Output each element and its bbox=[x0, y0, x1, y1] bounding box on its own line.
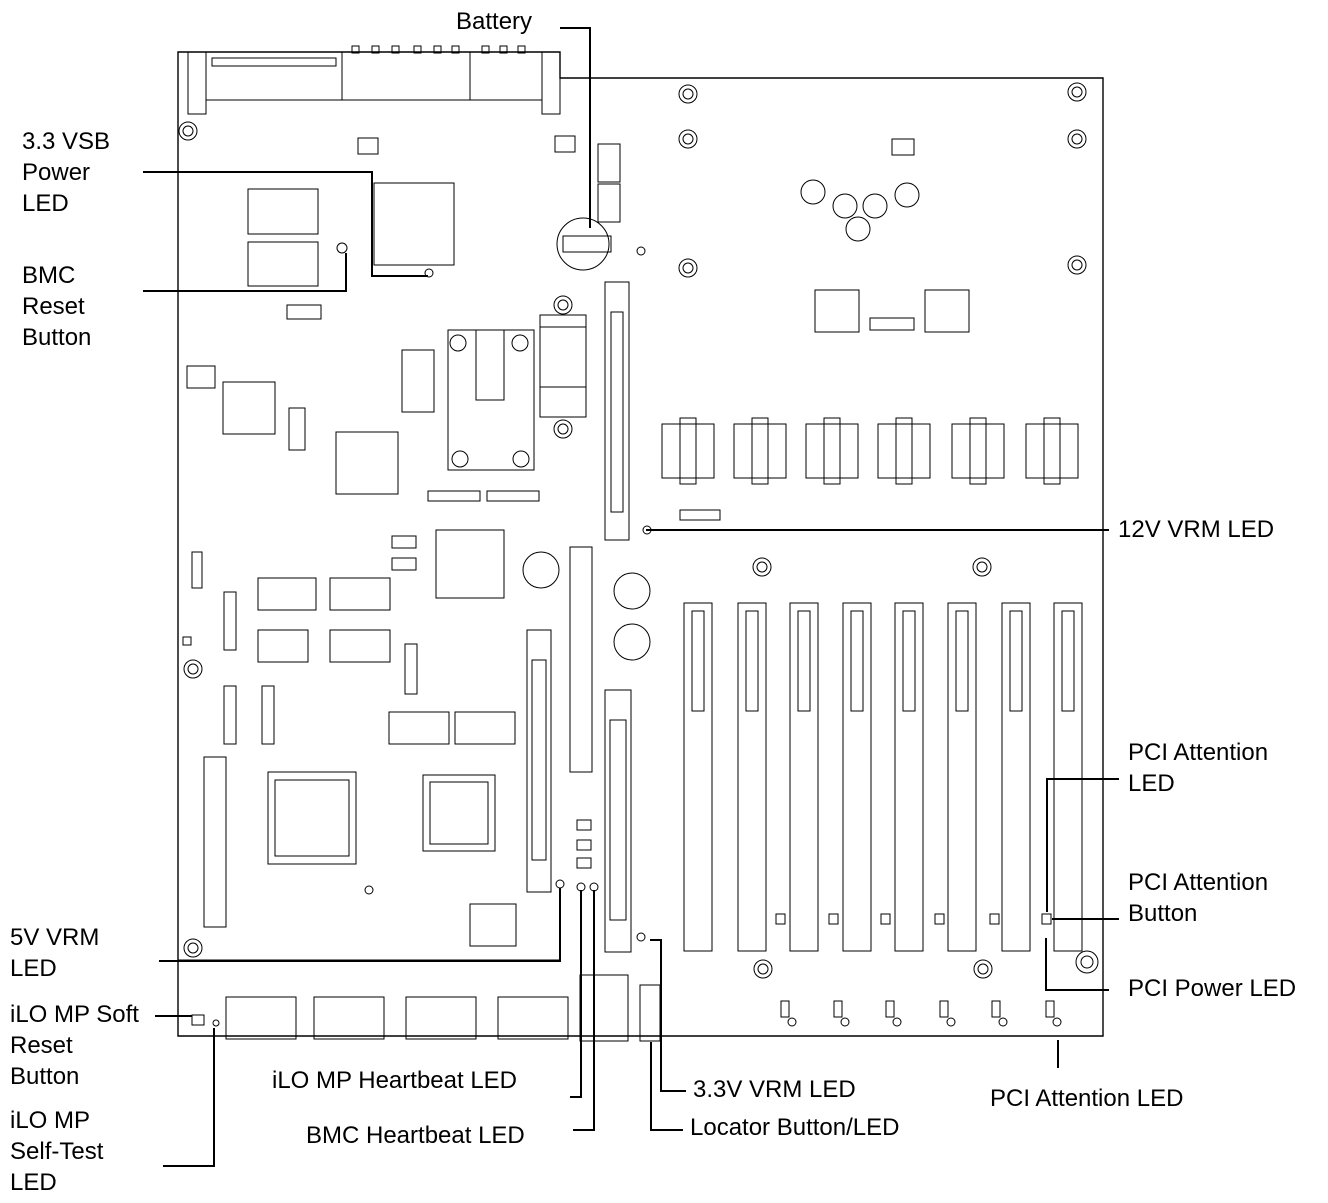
board-outline bbox=[177, 51, 1104, 1037]
label-pci-power-led: PCI Power LED bbox=[1128, 975, 1297, 1002]
pci-bottom-leds bbox=[780, 1000, 1062, 1027]
dimm-slots bbox=[203, 281, 632, 953]
rear-io bbox=[191, 974, 661, 1042]
label-vsb-power-led: 3.3 VSB Power LED bbox=[22, 128, 111, 217]
label-bmc-reset-button: BMC Reset Button bbox=[22, 262, 92, 351]
vrm-modules bbox=[661, 417, 1079, 485]
label-locator-button-led: Locator Button/LED bbox=[690, 1114, 900, 1141]
chips bbox=[182, 143, 970, 947]
capacitors bbox=[522, 179, 920, 661]
label-5v-vrm-led: 5V VRM LED bbox=[10, 924, 100, 982]
mounting-holes bbox=[178, 82, 1099, 979]
cpu-socket bbox=[447, 314, 587, 471]
label-3-3v-vrm-led: 3.3V VRM LED bbox=[693, 1076, 856, 1103]
label-battery: Battery bbox=[456, 8, 533, 35]
label-pci-attention-button: PCI Attention Button bbox=[1128, 869, 1269, 927]
label-12v-vrm-led: 12V VRM LED bbox=[1118, 516, 1275, 543]
top-connectors bbox=[187, 45, 561, 115]
small-headers bbox=[191, 135, 915, 869]
label-bmc-heartbeat-led: BMC Heartbeat LED bbox=[306, 1122, 525, 1149]
label-pci-attention-led-upper: PCI Attention LED bbox=[1128, 739, 1269, 797]
label-ilo-heartbeat-led: iLO MP Heartbeat LED bbox=[272, 1067, 518, 1094]
battery-socket bbox=[556, 217, 646, 271]
leader-lines bbox=[143, 27, 1119, 1167]
pci-slots bbox=[683, 602, 1083, 952]
misc-leds bbox=[212, 268, 652, 1027]
label-ilo-soft-reset-button: iLO MP Soft Reset Button bbox=[10, 1001, 139, 1090]
label-ilo-self-test-led: iLO MP Self-Test LED bbox=[10, 1107, 104, 1196]
label-pci-attention-led-lower: PCI Attention LED bbox=[990, 1085, 1184, 1112]
